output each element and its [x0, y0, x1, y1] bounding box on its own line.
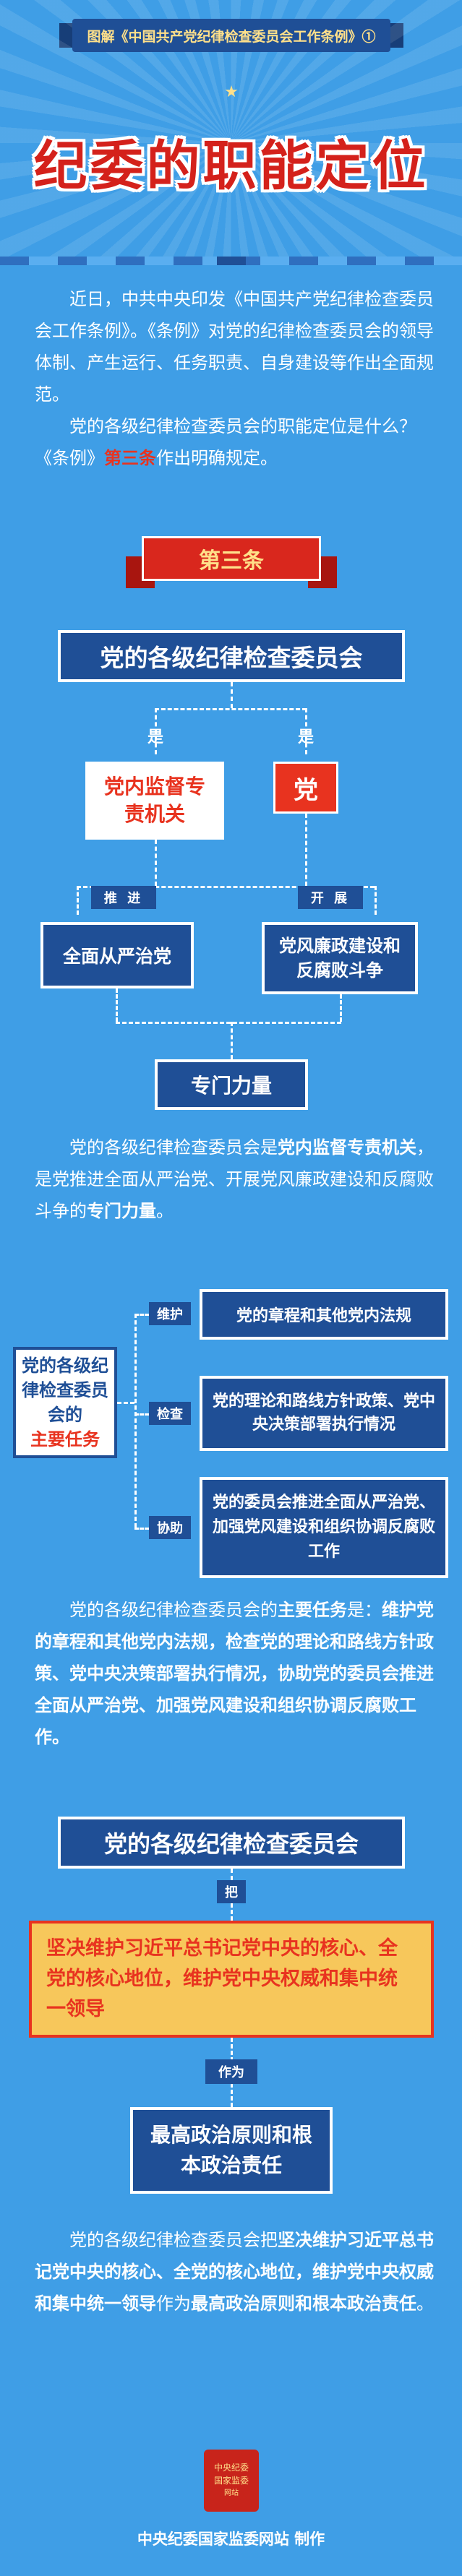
website-logo: 中央纪委 国家监委 网站 [204, 2450, 259, 2512]
intro-question-tail: 作出明确规定。 [156, 448, 278, 468]
summary-bold: 主要任务 [278, 1600, 347, 1620]
connector [117, 1402, 134, 1404]
intro-text: 近日，中共中央印发《中国共产党纪律检查委员会工作条例》。《条例》对党的纪律检查委… [35, 289, 434, 405]
summary-text: 。 [156, 1201, 174, 1221]
connector [77, 886, 375, 888]
summary-bold: 坚决维护习近平总书记党中央的核心、全党的核心地位，维护党中央权威和集中统一领导 [35, 2230, 434, 2314]
intro-question: 党的各级纪律检查委员会的职能定位是什么？《条例》第三条作出明确规定。 [35, 410, 440, 474]
summary-text: 党的各级纪律检查委员会是 [69, 1137, 278, 1158]
connector [116, 1022, 341, 1024]
connector [116, 988, 118, 1022]
logo-text: 网站 [224, 2489, 239, 2497]
connector [134, 1528, 149, 1530]
summary-bold: 维护党的章程和其他党内法规，检查党的理论和路线方针政策、党中央决策部署执行情况，… [35, 1600, 434, 1747]
connector [155, 840, 157, 886]
summary-bold: 专门力量 [87, 1201, 156, 1221]
task-inspect-box: 党的理论和路线方针政策、党中央决策部署执行情况 [200, 1376, 448, 1451]
commission-box: 党的各级纪律检查委员会 [58, 630, 405, 682]
connector [134, 1314, 137, 1528]
series-banner: 图解《中国共产党纪律检查委员会工作条例》① [59, 19, 403, 52]
summary-text: 是： [347, 1600, 382, 1620]
connector [305, 814, 307, 886]
party-box: 党 [273, 762, 338, 814]
connector [134, 1314, 149, 1316]
connector [231, 1022, 233, 1059]
summary-text: ，是党推进全面从严治党、开展党风廉政建设和反腐败斗争的 [35, 1137, 434, 1221]
logo-text: 中央纪委 [213, 2463, 249, 2473]
supervision-organ-box: 党内监督专责机关 [85, 762, 224, 840]
main-tasks-label: 党的各级纪律检查委员会的 [22, 1356, 108, 1425]
is-label: 是 [297, 728, 314, 746]
task-assist-box: 党的委员会推进全面从严治党、加强党风建设和组织协调反腐败工作 [200, 1477, 448, 1578]
section2-summary: 党的各级纪律检查委员会的主要任务是：维护党的章程和其他党内法规，检查党的理论和路… [35, 1594, 440, 1753]
section1-summary: 党的各级纪律检查委员会是党内监督专责机关，是党推进全面从严治党、开展党风廉政建设… [35, 1132, 440, 1227]
connector [231, 682, 233, 708]
intro-paragraph: 近日，中共中央印发《中国共产党纪律检查委员会工作条例》。《条例》对党的纪律检查委… [35, 283, 440, 410]
summary-text: 党的各级纪律检查委员会的 [69, 1600, 278, 1620]
as-tag: 作为 [205, 2059, 257, 2084]
task-uphold-box: 党的章程和其他党内法规 [200, 1289, 448, 1340]
is-label: 是 [147, 728, 163, 746]
connector [305, 708, 307, 754]
strict-governance-box: 全面从严治党 [40, 922, 194, 988]
star-icon: ★ [224, 83, 239, 101]
grab-label: 把 [217, 1880, 246, 1903]
main-tasks-box: 党的各级纪律检查委员会的 主要任务 [13, 1347, 117, 1458]
political-principle-box: 最高政治原则和根本政治责任 [130, 2107, 333, 2194]
connector [155, 708, 307, 710]
summary-text: 。 [416, 2293, 434, 2314]
connector [77, 886, 79, 915]
article-highlight: 第三条 [104, 448, 156, 468]
main-tasks-highlight: 主要任务 [30, 1429, 100, 1449]
logo-text: 国家监委 [213, 2476, 249, 2486]
summary-text: 党的各级纪律检查委员会把 [69, 2230, 278, 2250]
summary-bold: 党内监督专责机关 [278, 1137, 416, 1158]
connector [134, 1413, 149, 1416]
connector [231, 1903, 233, 1921]
intro-question-text: 党的各级纪律检查委员会的职能定位是什么？《条例》 [35, 416, 416, 468]
task-tag: 协助 [149, 1516, 191, 1539]
connector [375, 886, 377, 915]
task-tag: 检查 [149, 1402, 191, 1425]
core-principle-box: 坚决维护习近平总书记党中央的核心、全党的核心地位，维护党中央权威和集中统一领导 [29, 1921, 434, 2038]
summary-bold: 最高政治原则和根本政治责任 [191, 2293, 416, 2314]
summary-text: 作为 [156, 2293, 191, 2314]
special-force-box: 专门力量 [155, 1059, 308, 1110]
section3-summary: 党的各级纪律检查委员会把坚决维护习近平总书记党中央的核心、全党的核心地位，维护党… [35, 2224, 440, 2319]
footer-credit: 中央纪委国家监委网站 制作 [137, 2530, 325, 2548]
promote-tag: 推 进 [91, 886, 156, 909]
task-tag: 维护 [149, 1302, 191, 1325]
anti-corruption-box: 党风廉政建设和反腐败斗争 [262, 922, 418, 994]
article-ribbon: 第三条 [142, 536, 321, 581]
commission-box-2: 党的各级纪律检查委员会 [58, 1817, 405, 1869]
connector [340, 994, 342, 1022]
header-divider [0, 257, 462, 265]
connector [155, 708, 157, 754]
page-title: 纪委的职能定位 [33, 135, 429, 197]
develop-tag: 开 展 [298, 886, 363, 909]
